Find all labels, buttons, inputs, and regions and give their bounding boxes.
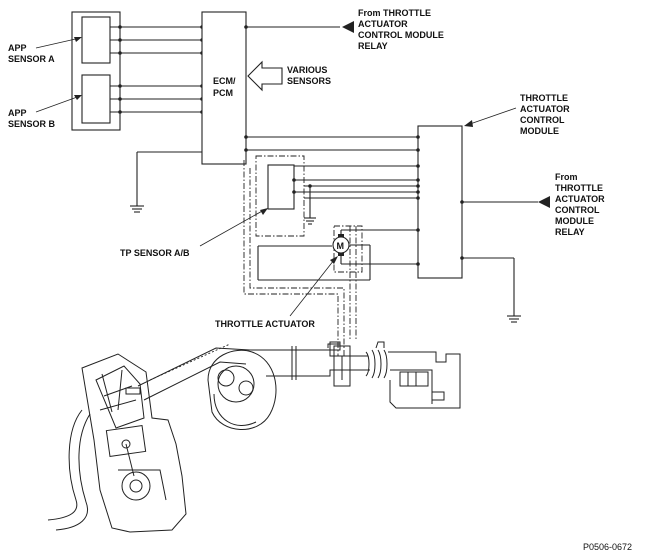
app-a-line-2: SENSOR A [8,54,55,64]
app-sensor-a-label: APP SENSOR A [8,37,82,64]
ecm-ground [130,151,202,213]
tacm-line-2: ACTUATOR [520,104,570,114]
relay-right-line-6: RELAY [555,227,585,237]
throttle-actuator-control-module: THROTTLE ACTUATOR CONTROL MODULE [417,93,570,279]
app-sensor-b-label: APP SENSOR B [8,95,82,129]
ecm-label-line-1: ECM/ [213,76,236,86]
motor-label: M [337,241,345,251]
relay-feed-top: From THROTTLE ACTUATOR CONTROL MODULE RE… [246,8,444,51]
various-line-2: SENSORS [287,76,331,86]
tp-sensor-label: TP SENSOR A/B [120,208,268,258]
tp-sensor-text: TP SENSOR A/B [120,248,190,258]
relay-right-line-2: THROTTLE [555,183,603,193]
relay-top-line-3: CONTROL MODULE [358,30,444,40]
various-sensors-input: VARIOUS SENSORS [247,60,331,92]
app-b-line-1: APP [8,108,27,118]
throttle-motor: M [257,225,420,281]
relay-top-line-4: RELAY [358,41,388,51]
tacm-line-4: MODULE [520,126,559,136]
relay-top-line-2: ACTUATOR [358,19,408,29]
tacm-line-3: CONTROL [520,115,565,125]
relay-right-line-5: MODULE [555,216,594,226]
tacm-line-1: THROTTLE [520,93,568,103]
ecm-to-tacm-wires [246,135,420,152]
arrow-indicator-right [538,196,550,208]
tacm-power-and-ground: From THROTTLE ACTUATOR CONTROL MODULE RE… [460,172,605,323]
relay-right-line-3: ACTUATOR [555,194,605,204]
ecm-label-line-2: PCM [213,88,233,98]
throttle-actuator-text: THROTTLE ACTUATOR [215,319,315,329]
figure-code: P0506-0672 [583,542,632,552]
throttle-actuator-label: THROTTLE ACTUATOR [215,256,338,329]
relay-right-line-1: From [555,172,578,182]
ecm-pcm-module: ECM/ PCM [201,11,248,165]
app-a-line-1: APP [8,43,27,53]
app-sensor-assembly [71,11,204,131]
relay-top-line-1: From THROTTLE [358,8,431,18]
engine-illustration [47,341,461,533]
various-line-1: VARIOUS [287,65,327,75]
app-b-line-2: SENSOR B [8,119,56,129]
sensor-harness-dashed [243,160,357,356]
tp-sensor [255,155,420,237]
arrow-indicator-top [342,21,354,33]
relay-right-line-4: CONTROL [555,205,600,215]
